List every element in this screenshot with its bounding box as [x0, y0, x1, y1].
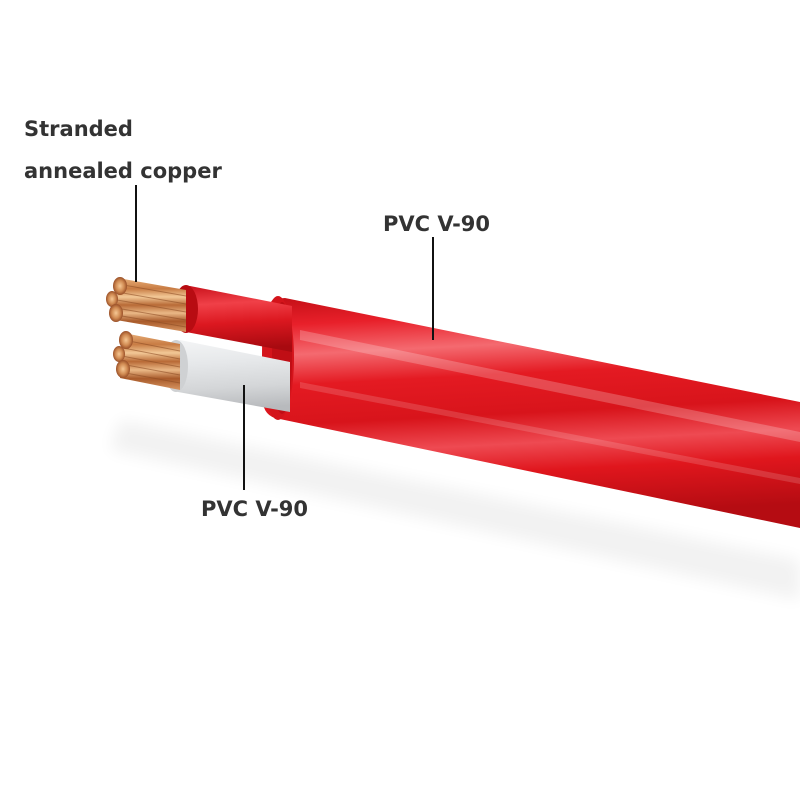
inner-insulation-leader-line [243, 385, 245, 490]
outer-sheath-label: PVC V-90 [383, 212, 491, 236]
outer-sheath-leader-line [432, 237, 434, 340]
cable-shadow [110, 420, 800, 600]
conductor-label-line1: Stranded [24, 117, 133, 141]
conductor-label-line2: annealed copper [24, 159, 222, 183]
copper-conductor-lower [113, 331, 181, 390]
inner-insulation-label: PVC V-90 [201, 497, 309, 521]
red-core-insulation [174, 285, 292, 352]
copper-conductor-upper [106, 277, 187, 332]
conductor-leader-line [135, 185, 137, 282]
